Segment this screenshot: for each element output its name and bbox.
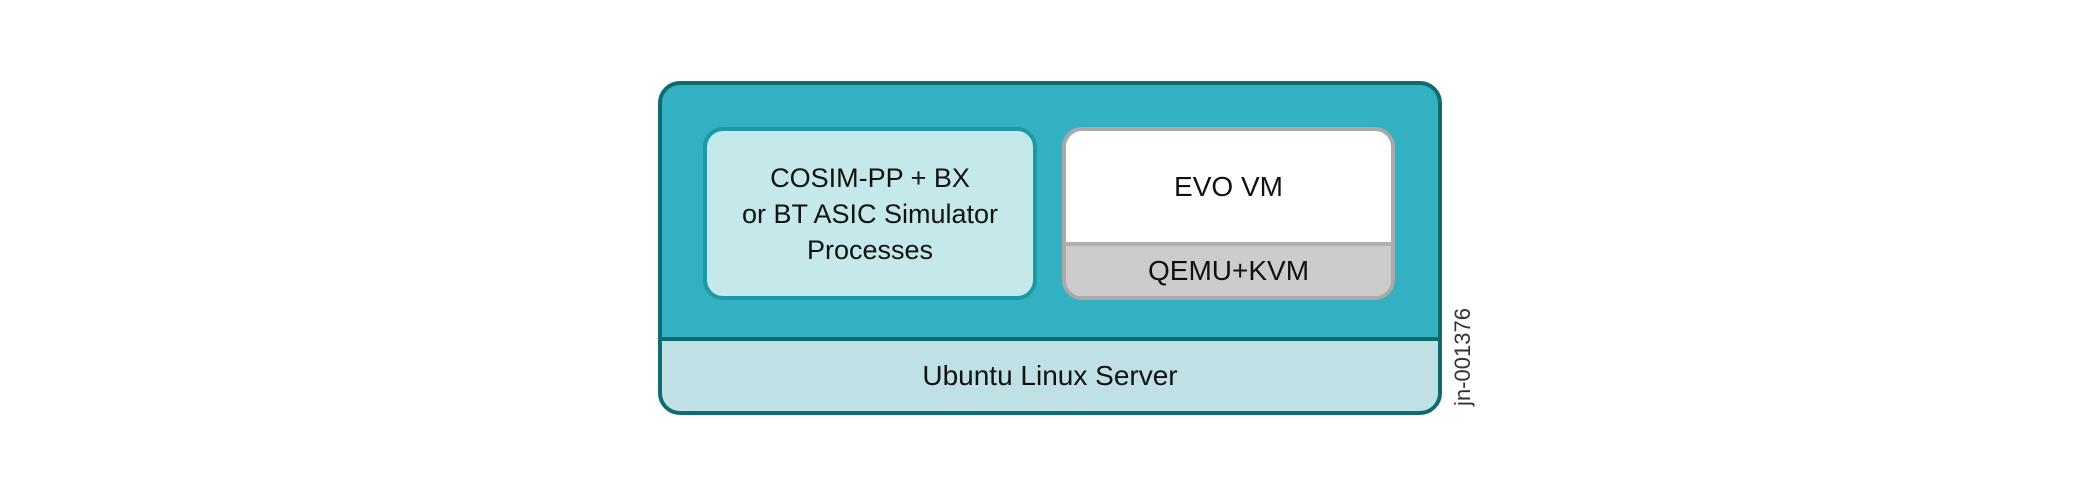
simulator-line-2: or BT ASIC Simulator	[741, 198, 999, 229]
ubuntu-linux-server-layer: Ubuntu Linux Server	[662, 337, 1438, 411]
hypervisor-label: QEMU+KVM	[1147, 255, 1310, 286]
evo-vm-layer: EVO VM	[1066, 131, 1391, 243]
asic-simulator-box: COSIM-PP + BX or BT ASIC Simulator Proce…	[703, 127, 1037, 300]
simulator-line-1: COSIM-PP + BX	[770, 162, 970, 193]
figure-id: jn-001376	[1450, 308, 1475, 406]
evo-vm-box: EVO VM QEMU+KVM	[1062, 127, 1395, 300]
simulator-line-3: Processes	[806, 234, 934, 265]
asic-simulator-label: COSIM-PP + BX or BT ASIC Simulator Proce…	[742, 160, 998, 268]
hypervisor-layer: QEMU+KVM	[1066, 242, 1391, 296]
host-label: Ubuntu Linux Server	[922, 360, 1178, 391]
evo-vm-label: EVO VM	[1174, 171, 1283, 202]
